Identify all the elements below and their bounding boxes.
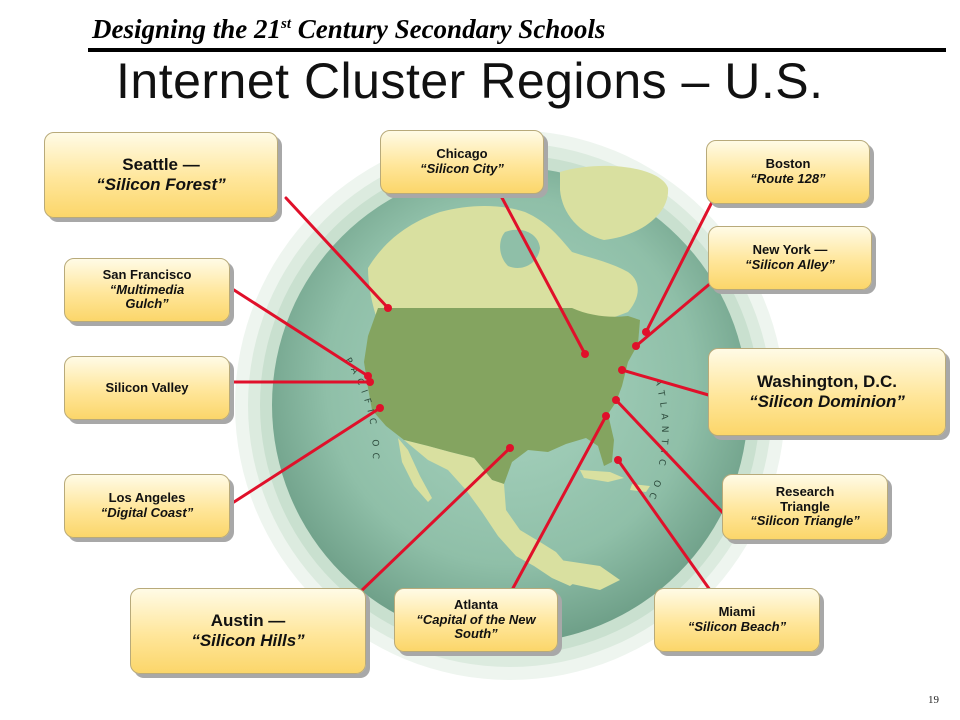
- leader-new-york: [634, 280, 714, 348]
- marker-research-triangle: [612, 396, 620, 404]
- canada-landmass: [368, 206, 638, 324]
- leader-washington: [620, 368, 714, 398]
- baja-landmass: [398, 438, 432, 502]
- region-box-atlanta: Atlanta“Capital of the New South”: [394, 588, 558, 652]
- leader-los-angeles: [232, 406, 382, 504]
- leader-san-francisco: [232, 288, 370, 378]
- region-box-san-francisco: San Francisco“Multimedia Gulch”: [64, 258, 230, 322]
- marker-washington: [618, 366, 626, 374]
- leader-seattle: [284, 196, 390, 310]
- region-box-boston: Boston“Route 128”: [706, 140, 870, 204]
- region-box-research-triangle: Research Triangle“Silicon Triangle”: [722, 474, 888, 540]
- marker-atlanta: [602, 412, 610, 420]
- region-box-austin: Austin —“Silicon Hills”: [130, 588, 366, 674]
- region-box-seattle: Seattle —“Silicon Forest”: [44, 132, 278, 218]
- region-box-silicon-valley: Silicon Valley: [64, 356, 230, 420]
- marker-seattle: [384, 304, 392, 312]
- leader-research-triangle: [614, 398, 726, 516]
- marker-miami: [614, 456, 622, 464]
- header: Designing the 21st Century Secondary Sch…: [88, 8, 946, 52]
- leader-chicago: [498, 192, 587, 356]
- leader-boston: [644, 200, 714, 334]
- page-number: 19: [928, 694, 939, 706]
- leader-atlanta: [510, 414, 608, 592]
- marker-chicago: [581, 350, 589, 358]
- usa-landmass: [364, 308, 640, 484]
- marker-austin: [506, 444, 514, 452]
- greenland-landmass: [560, 165, 669, 240]
- region-box-los-angeles: Los Angeles“Digital Coast”: [64, 474, 230, 538]
- marker-silicon-valley: [366, 378, 374, 386]
- header-rule: [88, 48, 946, 52]
- region-box-miami: Miami“Silicon Beach”: [654, 588, 820, 652]
- south-america-landmass: [560, 560, 620, 590]
- cuba-landmass: [580, 470, 624, 482]
- page-title: Internet Cluster Regions – U.S.: [116, 53, 824, 109]
- region-box-washington: Washington, D.C.“Silicon Dominion”: [708, 348, 946, 436]
- leader-austin: [356, 446, 512, 596]
- region-box-chicago: Chicago“Silicon City”: [380, 130, 544, 194]
- marker-boston: [642, 328, 650, 336]
- leader-miami: [616, 458, 712, 592]
- marker-new-york: [632, 342, 640, 350]
- marker-los-angeles: [376, 404, 384, 412]
- hudson-bay: [500, 229, 540, 268]
- header-title: Designing the 21st Century Secondary Sch…: [92, 14, 606, 44]
- region-box-new-york: New York —“Silicon Alley”: [708, 226, 872, 290]
